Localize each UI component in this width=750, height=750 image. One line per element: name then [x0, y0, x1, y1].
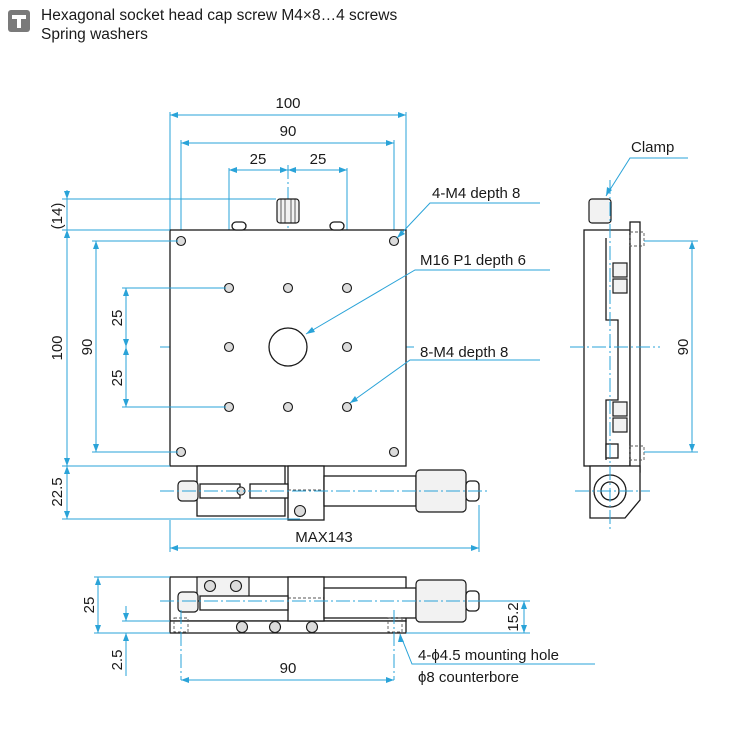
- front-dim-base-2-5: 2.5: [109, 650, 126, 671]
- dim-width-overall: 100: [275, 95, 300, 112]
- dim-height-holes: 90: [79, 339, 96, 356]
- front-dim-height-25: 25: [81, 597, 98, 614]
- grid-holes: [223, 282, 353, 413]
- dim-micrometer-22-5: 22.5: [49, 477, 66, 506]
- callout-center-hole: M16 P1 depth 6: [420, 252, 526, 269]
- counterbore-label: ϕ8 counterbore: [418, 669, 519, 686]
- top-view: 100 90 25 25: [49, 95, 490, 552]
- dim-left-25: 25: [250, 151, 267, 168]
- center-hole: [268, 327, 308, 367]
- dim-height-overall: 100: [49, 335, 66, 360]
- front-dim-mount-90: 90: [280, 660, 297, 677]
- header-line-1: Hexagonal socket head cap screw M4×8…4 s…: [41, 7, 398, 24]
- dim-right-25: 25: [310, 151, 327, 168]
- dim-offset-14: (14): [49, 203, 66, 230]
- screw-bullet-icon: [8, 10, 30, 32]
- header-text: Hexagonal socket head cap screw M4×8…4 s…: [41, 6, 397, 44]
- dim-upper-25: 25: [109, 310, 126, 327]
- callout-corner-holes: 4-M4 depth 8: [432, 185, 520, 202]
- front-dim-axis-15-2: 15.2: [505, 602, 522, 631]
- callout-grid-holes: 8-M4 depth 8: [420, 344, 508, 361]
- side-view: 90: [570, 180, 698, 530]
- micrometer-top: [177, 465, 480, 521]
- header-line-2: Spring washers: [41, 26, 148, 43]
- mounting-hole-label: 4-ϕ4.5 mounting hole: [418, 647, 559, 664]
- dim-lower-25: 25: [109, 370, 126, 387]
- dim-width-holes: 90: [280, 123, 297, 140]
- dim-max-length: MAX143: [295, 529, 353, 546]
- front-view: 25 2.5 15.2 90 4-ϕ4.5 mounting hole ϕ8 c…: [81, 576, 595, 686]
- callout-clamp: Clamp: [631, 139, 674, 156]
- side-dim-holes-90: 90: [675, 339, 692, 356]
